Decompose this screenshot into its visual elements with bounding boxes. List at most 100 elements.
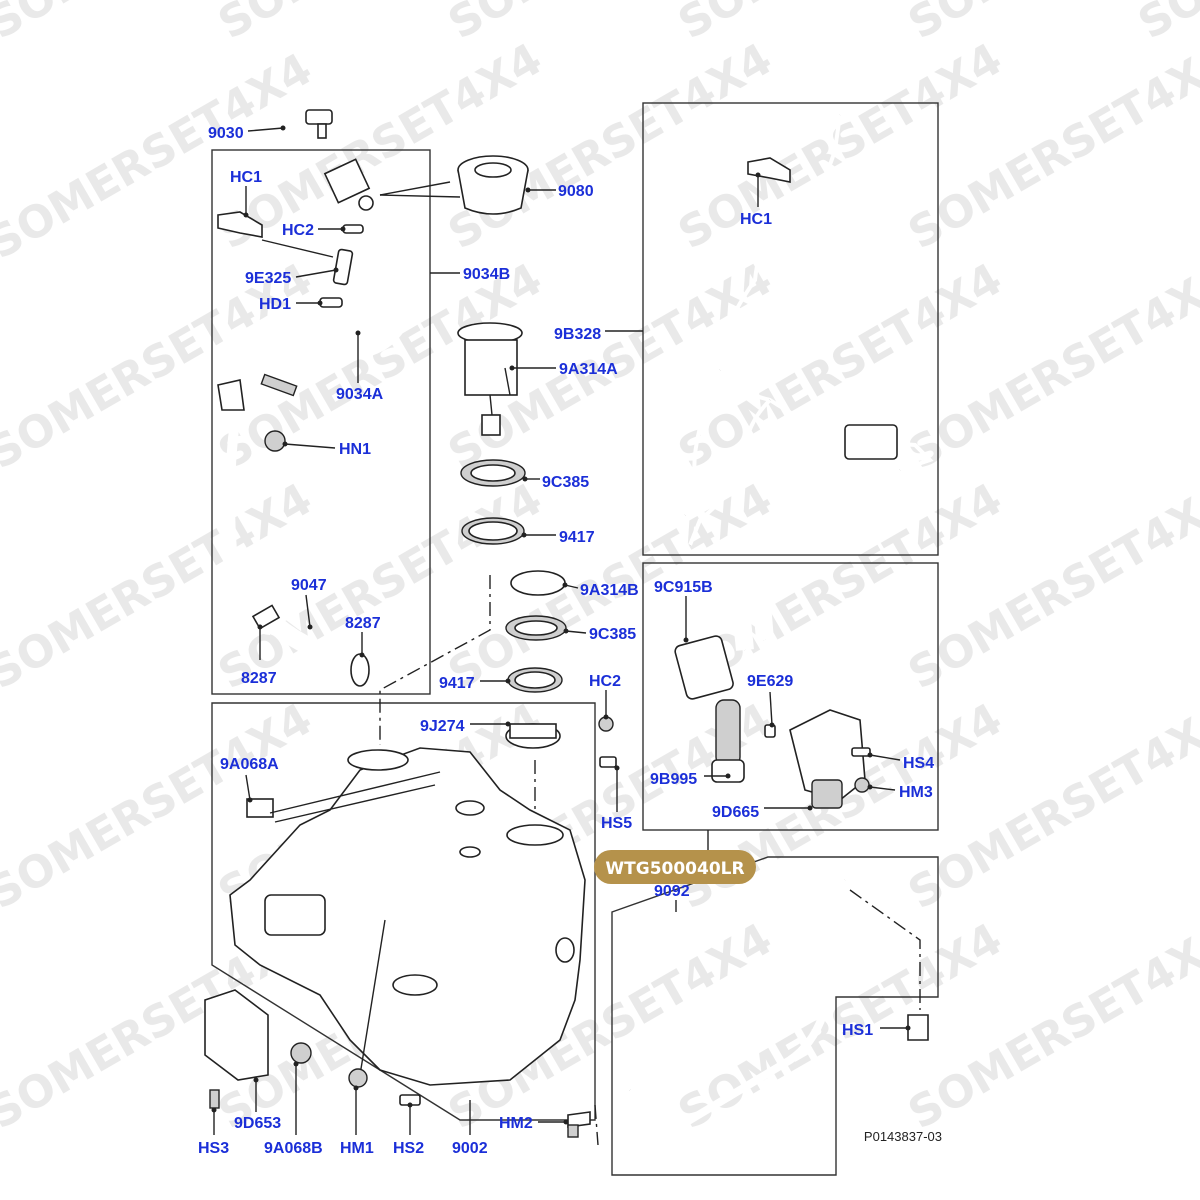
leader-dot bbox=[725, 773, 731, 779]
label-9080: 9080 bbox=[558, 183, 594, 200]
nut-hm1 bbox=[348, 1068, 368, 1088]
label-9b328: 9B328 bbox=[554, 326, 601, 343]
leader-dot bbox=[253, 1077, 259, 1083]
leader-9047 bbox=[305, 594, 311, 628]
label-9417-top: 9417 bbox=[559, 529, 595, 546]
nut-hm2-stud bbox=[567, 1124, 579, 1138]
label-8287-right: 8287 bbox=[345, 615, 381, 632]
leader-dot bbox=[522, 476, 528, 482]
pump-module-assembly bbox=[598, 570, 871, 809]
diagram-code-badge-text: WTG500040LR bbox=[605, 859, 744, 879]
leader-dot bbox=[867, 784, 873, 790]
label-hm1: HM1 bbox=[340, 1140, 374, 1157]
leader-dot bbox=[333, 267, 339, 273]
label-9c385-top: 9C385 bbox=[542, 474, 589, 491]
leader-dot bbox=[603, 714, 609, 720]
label-hc2-right: HC2 bbox=[589, 673, 621, 690]
label-9417-bottom: 9417 bbox=[439, 675, 475, 692]
leader-dot bbox=[614, 765, 620, 771]
leader-dot bbox=[509, 365, 515, 371]
filter-9b995 bbox=[715, 699, 741, 766]
clip-hc1-left bbox=[217, 211, 263, 238]
evap-pipe-body bbox=[712, 114, 934, 472]
pump-column bbox=[379, 155, 567, 825]
pad-leader-lines bbox=[269, 771, 441, 823]
leader-dot bbox=[355, 330, 361, 336]
label-9092: 9092 bbox=[654, 883, 690, 900]
valve-9c915b bbox=[674, 635, 734, 700]
filter-9b995-cap bbox=[711, 759, 745, 783]
leader-dot bbox=[307, 624, 313, 630]
tank-sump bbox=[392, 974, 438, 996]
screw-hs4 bbox=[851, 747, 871, 757]
clamp-8287-right bbox=[350, 653, 370, 687]
leader-dot bbox=[317, 300, 323, 306]
leader-dot bbox=[755, 172, 761, 178]
label-9d653: 9D653 bbox=[234, 1115, 281, 1132]
fuel-tank-assembly bbox=[204, 747, 586, 1109]
evap-pipe-assembly bbox=[683, 114, 934, 546]
label-9002: 9002 bbox=[452, 1140, 488, 1157]
strap-centerline bbox=[849, 889, 921, 1010]
evap-pipe-frame bbox=[642, 102, 939, 556]
pump-9a314a-body bbox=[464, 339, 518, 396]
hose-9e325 bbox=[332, 248, 354, 286]
leader-9080-b bbox=[379, 194, 461, 198]
diagram-reference-code: P0143837-03 bbox=[864, 1129, 942, 1144]
leader-dot bbox=[293, 1061, 299, 1067]
leader-9e325-b bbox=[295, 269, 337, 278]
leader-dot bbox=[525, 187, 531, 193]
pump-9a314a-sender bbox=[481, 414, 501, 436]
screw-hs3 bbox=[209, 1089, 220, 1109]
evap-branch2-body bbox=[683, 369, 722, 516]
pump-9a314a-wires bbox=[489, 367, 511, 416]
leader-hs4 bbox=[869, 754, 901, 761]
leader-dot bbox=[359, 652, 365, 658]
leader-9080-a bbox=[379, 181, 451, 196]
label-hd1: HD1 bbox=[259, 296, 291, 313]
tank-shield bbox=[264, 894, 326, 936]
screw-hs5 bbox=[599, 756, 617, 768]
label-8287-left: 8287 bbox=[241, 670, 277, 687]
nut-hm3 bbox=[854, 777, 870, 793]
tank-strap-rod bbox=[359, 919, 386, 1076]
leader-dot bbox=[562, 582, 568, 588]
label-hc1-left: HC1 bbox=[230, 169, 262, 186]
leader-dot bbox=[905, 1025, 911, 1031]
leader-hn1 bbox=[284, 443, 336, 449]
tank-opening-right bbox=[506, 824, 564, 846]
label-9e325: 9E325 bbox=[245, 270, 291, 287]
label-9030: 9030 bbox=[208, 125, 244, 142]
evap-branch-body bbox=[688, 398, 772, 546]
ring-9j274-body bbox=[509, 723, 557, 739]
clip-hc1-right bbox=[747, 157, 791, 183]
pad-9a068a bbox=[246, 798, 274, 818]
pump-module-frame bbox=[642, 562, 939, 831]
label-hc1-right: HC1 bbox=[740, 211, 772, 228]
breather-9030-stem bbox=[317, 123, 327, 139]
bung-9a068b bbox=[290, 1042, 312, 1064]
cap-9a314b bbox=[510, 570, 566, 596]
leader-dot bbox=[340, 226, 346, 232]
filler-pipe-body bbox=[225, 175, 416, 635]
leader-dot bbox=[407, 1102, 413, 1108]
leader-dot bbox=[563, 628, 569, 634]
fuel-tank-frame bbox=[211, 702, 596, 1121]
tank-boss-lower bbox=[459, 846, 481, 858]
leader-dot bbox=[243, 212, 249, 218]
pipe-bracket-lower bbox=[217, 379, 245, 411]
leader-dot bbox=[807, 805, 813, 811]
watermark-text: SOMERSET4X4 bbox=[1130, 0, 1200, 50]
leader-dot bbox=[505, 721, 511, 727]
clip-8287-left bbox=[251, 604, 281, 630]
bracket-9d665-foot bbox=[811, 779, 843, 809]
leader-9c385-bottom bbox=[565, 630, 587, 634]
cap-9080-body bbox=[457, 169, 529, 215]
label-9a068a: 9A068A bbox=[220, 756, 279, 773]
leader-hm3 bbox=[869, 786, 896, 791]
tank-boss-upper bbox=[455, 800, 485, 816]
diagram-code-badge bbox=[594, 850, 756, 884]
leader-dot bbox=[683, 637, 689, 643]
pipe-bracket-upper bbox=[260, 373, 298, 397]
